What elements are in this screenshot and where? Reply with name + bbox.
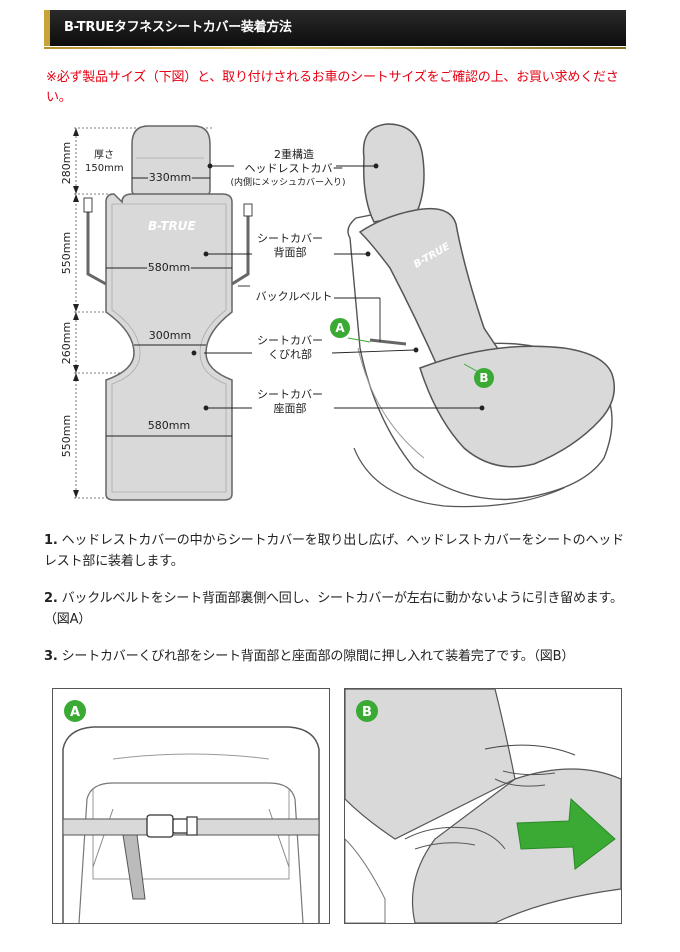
dim-seat-width: 580mm bbox=[148, 419, 190, 432]
dim-back-width: 580mm bbox=[148, 261, 190, 274]
headrest-label-note: (内側にメッシュカバー入り) bbox=[230, 176, 345, 188]
waist-label-line2: くびれ部 bbox=[268, 347, 312, 361]
header-gold-rule bbox=[44, 47, 626, 49]
waist-label-line1: シートカバー bbox=[257, 334, 323, 347]
dimension-arrows bbox=[73, 128, 79, 498]
installation-diagram: 280mm 550mm 260mm 550mm 厚さ 150mm 330mm B… bbox=[44, 118, 626, 510]
marker-b: B bbox=[474, 368, 494, 388]
marker-a-label: A bbox=[335, 321, 345, 335]
installation-steps: 1.ヘッドレストカバーの中からシートカバーを取り出し広げ、ヘッドレストカバーをシ… bbox=[44, 530, 632, 683]
step-1: 1.ヘッドレストカバーの中からシートカバーを取り出し広げ、ヘッドレストカバーをシ… bbox=[44, 533, 624, 569]
dim-headrest-width: 330mm bbox=[149, 171, 191, 184]
thickness-value: 150mm bbox=[85, 163, 124, 174]
seat-cover-logo: B-TRUE bbox=[148, 219, 197, 233]
section-header: B-TRUEタフネスシートカバー装着方法 bbox=[44, 10, 626, 49]
step-2: 2.バックルベルトをシート背面部裏側へ回し、シートカバーが左右に動かないように引… bbox=[44, 591, 623, 627]
figure-b-waist-tuck: B bbox=[344, 688, 622, 924]
dim-headrest-height: 280mm bbox=[60, 142, 73, 184]
figure-a-buckle-belt: A bbox=[52, 688, 330, 924]
figure-b-badge: B bbox=[362, 705, 372, 720]
marker-b-label: B bbox=[479, 371, 488, 385]
dim-back-height: 550mm bbox=[60, 232, 73, 274]
right-buckle-strap bbox=[231, 210, 250, 286]
thickness-label: 厚さ bbox=[94, 149, 114, 161]
buckle-label: バックルベルト bbox=[256, 290, 333, 303]
left-buckle-strap bbox=[86, 204, 107, 286]
installed-seat-illustration: B-TRUE bbox=[347, 123, 615, 508]
push-direction-arrow bbox=[516, 797, 616, 870]
dim-waist-height: 260mm bbox=[60, 322, 73, 364]
section-title: B-TRUEタフネスシートカバー装着方法 bbox=[64, 20, 292, 35]
headrest-label-line1: 2重構造 bbox=[274, 147, 314, 161]
seat-cover-shape bbox=[105, 193, 233, 501]
headrest-cover-shape bbox=[131, 125, 211, 197]
size-notice: ※必ず製品サイズ（下図）と、取り付けされるお車のシートサイズをご確認の上、お買い… bbox=[46, 70, 619, 105]
headrest-label-line2: ヘッドレストカバー bbox=[245, 162, 344, 175]
dim-waist-width: 300mm bbox=[149, 329, 191, 342]
back-label-line2: 背面部 bbox=[274, 245, 307, 259]
step-3: 3.シートカバーくびれ部をシート背面部と座面部の隙間に押し入れて装着完了です。（… bbox=[44, 649, 575, 664]
seat-label-line2: 座面部 bbox=[274, 401, 307, 415]
figure-a-badge: A bbox=[70, 705, 80, 720]
back-label-line1: シートカバー bbox=[257, 232, 323, 245]
marker-a: A bbox=[330, 318, 350, 338]
seat-label-line1: シートカバー bbox=[257, 388, 323, 401]
dim-seat-height: 550mm bbox=[60, 415, 73, 457]
header-accent-bar bbox=[44, 10, 50, 46]
